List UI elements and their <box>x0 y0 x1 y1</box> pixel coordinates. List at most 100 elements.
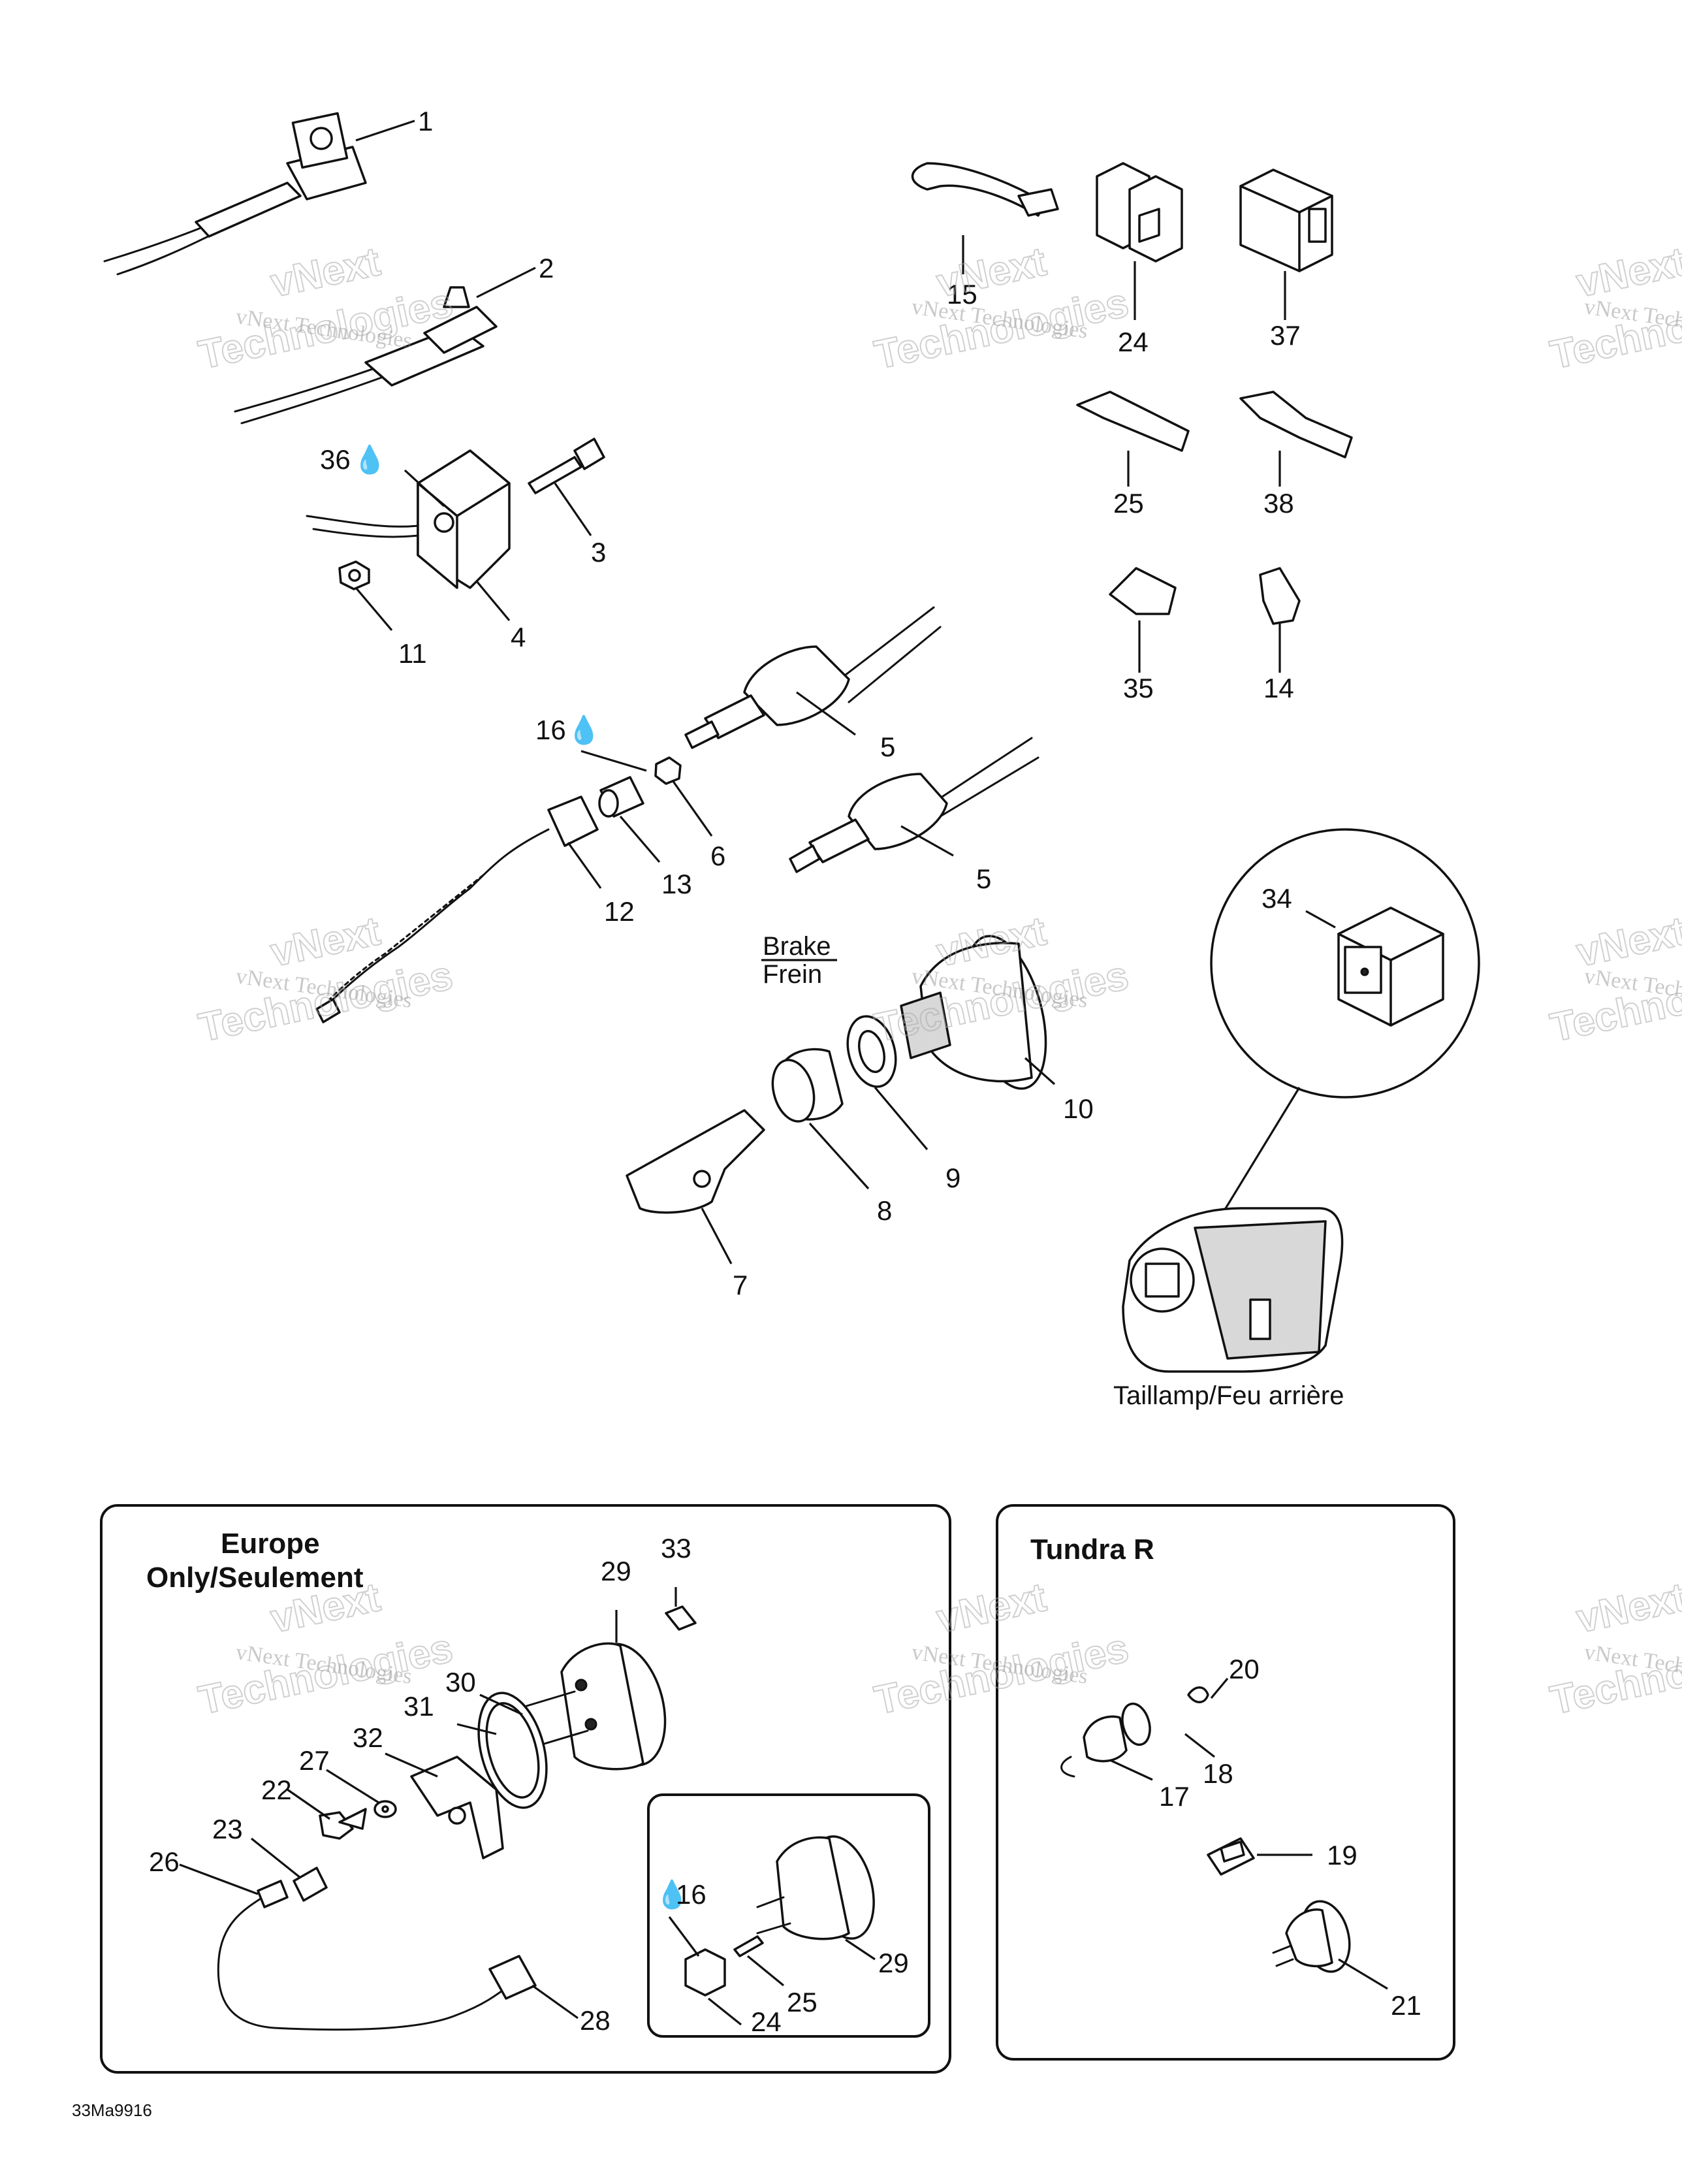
callout-19: 19 <box>1327 1840 1357 1871</box>
callout-26: 26 <box>149 1846 180 1877</box>
callout-8: 8 <box>877 1195 892 1226</box>
callout-2: 2 <box>539 253 554 283</box>
callout-25a: 25 <box>1113 488 1144 519</box>
part-8-bezel <box>771 1048 844 1123</box>
callout-32: 32 <box>353 1722 383 1753</box>
callout-33: 33 <box>661 1533 691 1564</box>
callout-11: 11 <box>398 638 427 669</box>
part-35-clip <box>1109 567 1177 615</box>
callout-28: 28 <box>580 2005 611 2036</box>
callout-29b: 29 <box>878 1948 909 1978</box>
callout-numbers: 1 2 3 4 5 5 6 7 8 9 10 11 12 13 14 15 16… <box>149 106 1421 2037</box>
callout-35: 35 <box>1123 673 1154 703</box>
part-14-clip <box>1259 567 1301 625</box>
callout-16a: 16 <box>535 715 566 745</box>
callout-9: 9 <box>945 1163 960 1193</box>
part-24-connector <box>1096 162 1183 263</box>
part-2-sensor-harness <box>234 286 498 425</box>
part-17-socket <box>1060 1715 1128 1778</box>
callout-18: 18 <box>1203 1758 1233 1789</box>
callout-30: 30 <box>445 1667 476 1697</box>
part-24-connector-small <box>684 1948 726 1997</box>
drop-icon: 💧 <box>353 443 387 475</box>
part-32-bracket <box>410 1756 504 1859</box>
watermark-top: vNext <box>933 239 1051 306</box>
callout-37: 37 <box>1270 320 1301 351</box>
figure-code: 33Ma9916 <box>72 2100 152 2120</box>
callout-14: 14 <box>1263 673 1294 703</box>
watermark-top: vNext <box>267 908 385 976</box>
drop-icon: 💧 <box>655 1878 689 1910</box>
watermark-big: Technologies <box>871 1626 1133 1724</box>
part-15-cable-tie <box>911 162 1059 217</box>
callout-7: 7 <box>733 1270 748 1300</box>
callout-5a: 5 <box>880 731 895 762</box>
callout-10: 10 <box>1063 1093 1094 1124</box>
watermark-top: vNext <box>1573 1575 1682 1642</box>
part-26-harness <box>217 1880 511 2031</box>
callout-4: 4 <box>511 622 526 652</box>
europe-panel <box>100 1504 951 2074</box>
callout-1: 1 <box>418 106 433 136</box>
taillamp-housing <box>1122 1207 1344 1373</box>
callout-15: 15 <box>947 279 977 310</box>
part-22-wing-nut <box>319 1808 367 1840</box>
drop-icon: 💧 <box>567 714 601 746</box>
callout-38: 38 <box>1263 488 1294 519</box>
taillamp-detail-circle <box>1181 828 1480 1281</box>
callout-12: 12 <box>604 896 635 927</box>
callout-31: 31 <box>404 1691 434 1722</box>
part-11-nut <box>338 560 370 590</box>
callout-3: 3 <box>591 537 606 568</box>
tundra-title: Tundra R <box>1030 1534 1154 1566</box>
part-7-key <box>626 1109 765 1214</box>
watermark-top: vNext <box>267 239 385 306</box>
part-33-screw <box>665 1605 697 1631</box>
part-38-terminal <box>1239 391 1353 458</box>
callout-5b: 5 <box>976 863 991 894</box>
part-28-socket <box>488 1955 537 2000</box>
part-18-ring <box>1121 1702 1151 1746</box>
part-3-bolt <box>528 438 605 494</box>
part-9-nut-ring <box>846 1015 897 1088</box>
callout-20: 20 <box>1229 1654 1260 1684</box>
brake-label: Brake <box>763 932 831 961</box>
part-21-sensor <box>1272 1900 1351 1973</box>
callout-36: 36 <box>320 444 351 475</box>
part-37-connector <box>1239 169 1333 272</box>
callout-23: 23 <box>212 1814 243 1844</box>
part-29-gauge <box>560 1642 667 1771</box>
callout-21: 21 <box>1391 1990 1421 2021</box>
callout-34: 34 <box>1262 883 1292 914</box>
watermark-big: Technologies <box>1547 1626 1682 1724</box>
watermark-big: Technologies <box>871 280 1133 378</box>
callout-29a: 29 <box>601 1556 631 1586</box>
europe-title-line2: Only/Seulement <box>146 1562 364 1594</box>
part-25-terminal-small <box>733 1935 764 1957</box>
part-31-gasket <box>477 1692 548 1809</box>
part-5-switch-lower <box>789 737 1039 873</box>
callout-24a: 24 <box>1118 327 1149 357</box>
taillamp-label: Taillamp/Feu arrière <box>1113 1381 1344 1410</box>
part-23-bulb <box>293 1867 328 1902</box>
callout-22: 22 <box>261 1774 292 1805</box>
part-4-relay-box <box>306 449 511 589</box>
part-27-washer <box>373 1800 397 1818</box>
part-13-bushing <box>598 776 644 818</box>
callout-27: 27 <box>299 1745 330 1776</box>
tundra-panel <box>996 1504 1455 2061</box>
part-1-switch-harness <box>103 112 367 276</box>
callout-16b: 16 <box>676 1879 706 1910</box>
part-5-switch-upper <box>684 606 942 749</box>
part-29-gauge-small <box>756 1835 875 1940</box>
part-6-nut <box>654 756 682 785</box>
callout-17: 17 <box>1159 1781 1190 1812</box>
watermark-big: Technologies <box>195 953 457 1051</box>
callout-6: 6 <box>710 841 725 871</box>
part-19-switch <box>1207 1837 1255 1876</box>
callout-13: 13 <box>661 869 692 899</box>
part-10-key-switch-body <box>900 935 1047 1090</box>
callout-25b: 25 <box>787 1987 817 2017</box>
frein-label: Frein <box>763 960 822 989</box>
